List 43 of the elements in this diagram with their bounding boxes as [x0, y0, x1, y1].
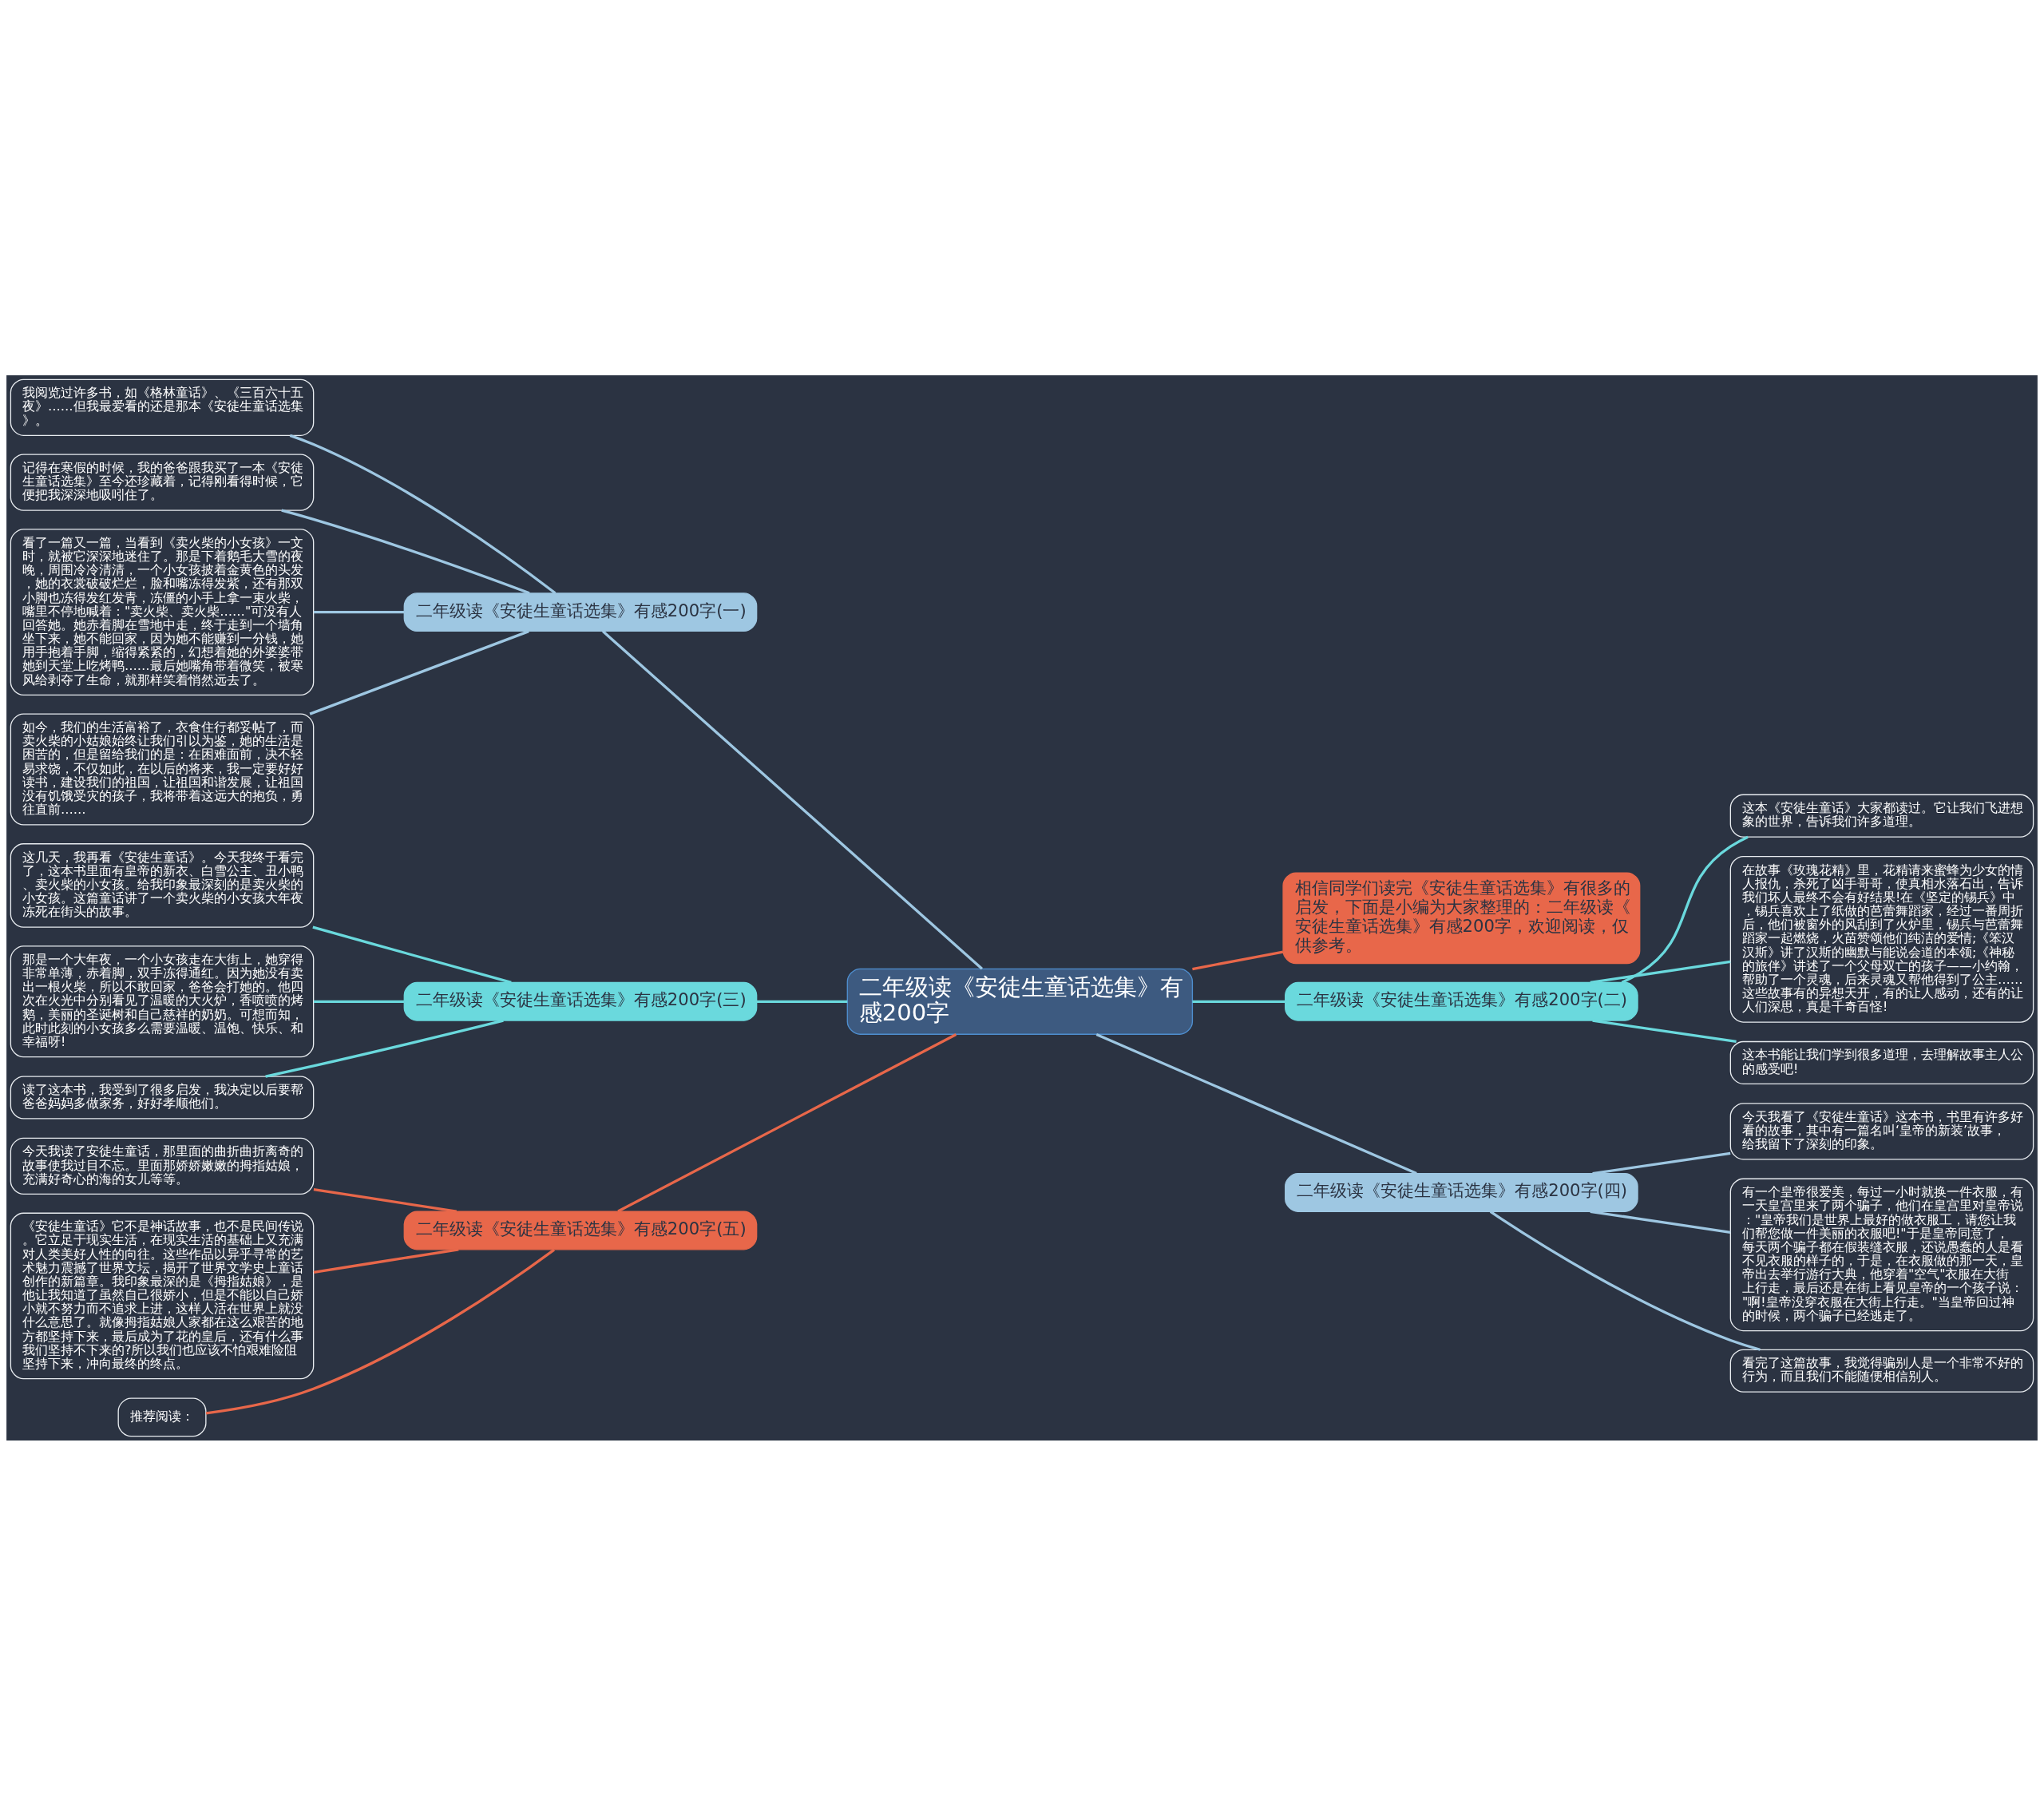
connector	[1590, 960, 1731, 984]
connector	[289, 434, 557, 594]
node-box: 今天我读了安徒生童话，那里面的曲折曲折离奇的故事使我过目不忘。里面那娇娇嫩嫩的拇指姑娘，充满好奇心的海的女儿等等。	[10, 1137, 315, 1195]
connector	[602, 629, 983, 969]
connector	[1192, 949, 1284, 970]
node-box: 看完了这篇故事，我觉得骗别人是一个非常不好的行为，而且我们不能随便相信别人。	[1729, 1349, 2034, 1393]
connector	[756, 1000, 848, 1003]
connector	[1489, 1210, 1761, 1351]
node-box: 这本书能让我们学到很多道理，去理解故事主人公的感受吧!	[1729, 1040, 2034, 1084]
node-box: 二年级读《安徒生童话选集》有感200字(二)	[1285, 981, 1638, 1021]
node-box: 那是一个大年夜，一个小女孩走在大街上，她穿得非常单薄，赤着脚，双手冻得通红。因为她没有卖出一根火柴，所以不敢回家，爸爸会打她的。他四次在火光中分别看见了温暖的大火炉，香喷喷的烤鹅，美丽的圣诞树和自己慈祥的奶奶。可想而知，此时此刻的小女孩多么需要温暖、温饱、快乐、和幸福呀!	[10, 945, 315, 1057]
connector	[313, 1187, 458, 1213]
node-box: 二年级读《安徒生童话选集》有感200字(三)	[403, 981, 758, 1021]
node-box: 在故事《玫瑰花精》里，花精请来蜜蜂为少女的情人报仇，杀死了凶手哥哥，使真相水落石出，告诉我们坏人最终不会有好结果!在《坚定的锡兵》中，锡兵喜欢上了纸做的芭蕾舞蹈家，经过一番周折后，他们被窗外的风刮到了火炉里，锡兵与芭蕾舞蹈家一起燃烧，火苗赞颂他们纯洁的爱情;《笨汉汉斯》讲了汉斯的幽默与能说会道的本领;《神秘的旅伴》讲述了一个父母双亡的孩子——小约翰，帮助了一个灵魂，后来灵魂又帮他得到了公主……这些故事有的异想天开，有的让人感动，还有的让人们深思，真是千奇百怪!	[1729, 855, 2034, 1023]
connector	[617, 1032, 957, 1213]
connector	[1095, 1032, 1417, 1175]
node-box: 二年级读《安徒生童话选集》有感200字(五)	[403, 1211, 758, 1250]
node-box: 这本《安徒生童话》大家都读过。它让我们飞进想象的世界，告诉我们许多道理。	[1729, 794, 2034, 838]
node-box: 看了一篇又一篇，当看到《卖火柴的小女孩》一文时，就被它深深地迷住了。那是下着鹅毛大雪的夜晚，周围冷冷清清，一个小女孩披着金黄色的头发，她的衣裳破破烂烂，脸和嘴冻得发紫，还有那双小脚也冻得发红发青，冻僵的小手上拿一束火柴，嘴里不停地喊着："卖火柴、卖火柴……"可没有人回答她。她赤着脚在雪地中走，终于走到一个墙角坐下来，她不能回家，因为她不能赚到一分钱，她用手抱着手脚，缩得紧紧的，幻想着她的外婆婆带她到天堂上吃烤鸭……最后她嘴角带着微笑，被寒风给剥夺了生命，就那样笑着悄然远去了。	[10, 528, 315, 695]
connector	[205, 1248, 556, 1414]
node-box: 相信同学们读完《安徒生童话选集》有很多的启发，下面是小编为大家整理的：二年级读《安徒生童话选集》有感200字，欢迎阅读，仅供参考。	[1282, 871, 1641, 964]
node-box: 如今，我们的生活富裕了，衣食住行都妥帖了，而卖火柴的小姑娘始终让我们引以为鉴，她的生活是困苦的，但是留给我们的是：在困难面前，决不轻易求饶，不仅如此，在以后的将来，我一定要好好读书，建设我们的祖国，让祖国和谐发展，让祖国没有饥饿受灾的孩子，我将带着这远大的抱负，勇往直前……	[10, 713, 315, 826]
node-box: 今天我看了《安徒生童话》这本书，书里有许多好看的故事，其中有一篇名叫‘皇帝的新装’故事，给我留下了深刻的印象。	[1729, 1102, 2034, 1159]
connector	[1592, 1151, 1731, 1175]
connector	[313, 1000, 405, 1003]
node-box: 二年级读《安徒生童话选集》有感200字(一)	[403, 592, 758, 632]
connector	[313, 1247, 459, 1274]
node-box: 推荐阅读：	[117, 1397, 207, 1437]
node-box: 记得在寒假的时候，我的爸爸跟我买了一本《安徒生童话选集》至今还珍藏着，记得刚看得时候，它便把我深深地吸吲住了。	[10, 453, 315, 511]
node-box: 有一个皇帝很爱美，每过一小时就换一件衣服，有一天皇宫里来了两个骗子，他们在皇宫里对皇帝说："皇帝我们是世界上最好的做衣服工，请您让我们帮您做一件美丽的衣服吧!"于是皇帝同意了，每天两个骗子都在假装缝衣服，还说愚蠢的人是看不见衣服的样子的，于是，在衣服做的那一天，皇帝出去举行游行大典，他穿着"空气"衣服在大街上行走，最后还是在街上看见皇帝的一个孩子说："啊!皇帝没穿衣服在大街上行走。"当皇帝回过神的时候，两个骗子已经逃走了。	[1729, 1178, 2034, 1331]
connector	[312, 925, 512, 984]
node-box: 二年级读《安徒生童话选集》有感200字(四)	[1285, 1172, 1638, 1212]
connector	[1621, 835, 1749, 984]
connector	[313, 610, 405, 613]
node-box: 这几天，我再看《安徒生童话》。今天我终于看完了，这本书里面有皇帝的新衣、白雪公主、丑小鸭、卖火柴的小女孩。给我印象最深刻的是卖火柴的小女孩。这篇童话讲了一个卖火柴的小女孩大年夜冻死在街头的故事。	[10, 842, 315, 928]
node-box: 二年级读《安徒生童话选集》有感200字	[846, 968, 1194, 1035]
connector	[309, 629, 529, 715]
connector	[1590, 1210, 1731, 1234]
connector	[1192, 1000, 1285, 1003]
connector	[1592, 1018, 1737, 1043]
node-box: 我阅览过许多书，如《格林童话》、《三百六十五夜》……但我最爱看的还是那本《安徒生童话选集》。	[10, 378, 315, 436]
node-box: 读了这本书，我受到了很多启发，我决定以后要帮爸爸妈妈多做家务，好好孝顺他们。	[10, 1075, 315, 1120]
node-box: 《安徒生童话》它不是神话故事，也不是民间传说。它立足于现实生活，在现实生活的基础上又充满对人类美好人性的向往。这些作品以异乎寻常的艺术魅力震撼了世界文坛，揭开了世界文学史上童话创作的新篇章。我印象最深的是《拇指姑娘》，是他让我知道了虽然自己很娇小，但是不能以自己娇小就不努力而不追求上进，这样人活在世界上就没什么意思了。就像拇指姑娘人家都在这么艰苦的地方都坚持下来，最后成为了花的皇后，还有什么事我们坚持不下来的?所以我们也应该不怕艰难险阻坚持下来，冲向最终的终点。	[10, 1212, 315, 1379]
